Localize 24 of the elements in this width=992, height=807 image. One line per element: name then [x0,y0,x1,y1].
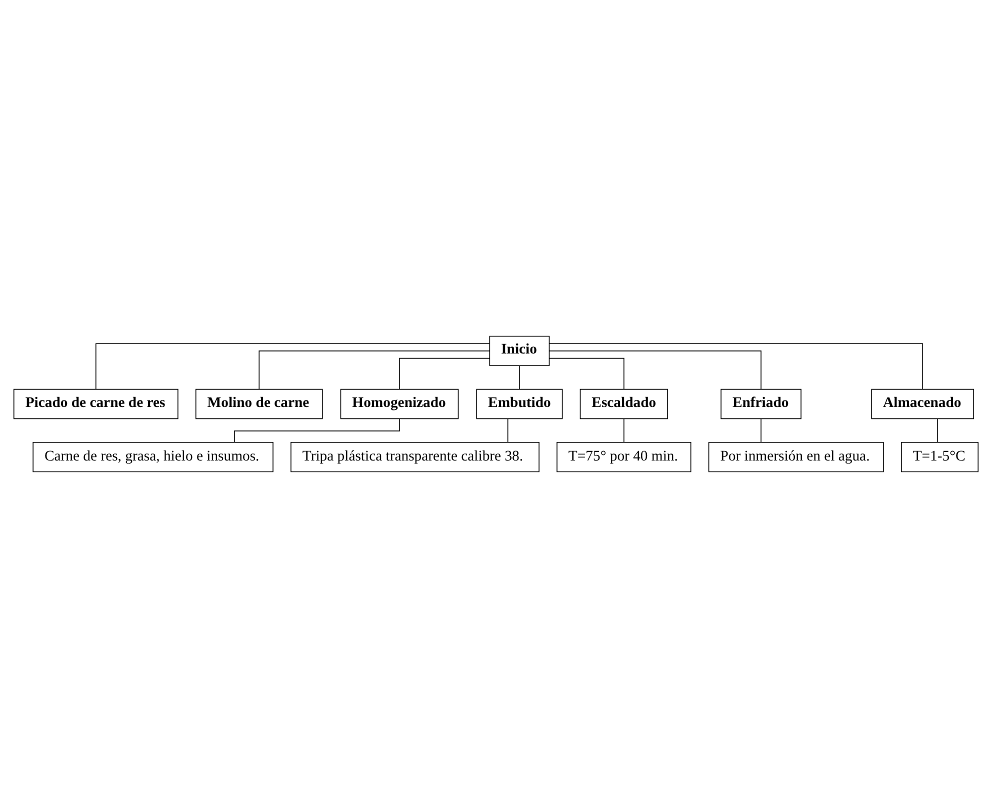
connector [548,350,762,390]
node-box: Almacenado [871,388,974,419]
connector [258,350,490,390]
node-box: T=75° por 40 min. [556,441,692,472]
connector [549,342,924,389]
connector [507,418,508,442]
node-box: Por inmersión en el agua. [708,441,884,472]
connector [399,357,490,390]
node-box: Escaldado [580,388,668,419]
node-box: T=1-5°C [900,441,979,472]
node-box: Homogenizado [340,388,459,419]
node-box: Molino de carne [195,388,323,419]
node-box: Inicio [489,335,550,366]
node-box: Tripa plástica transparente calibre 38. [290,441,540,472]
node-box: Enfriado [720,388,802,419]
connector [760,418,762,442]
node-box: Picado de carne de res [13,388,178,419]
node-box: Carne de res, grasa, hielo e insumos. [32,441,274,472]
connector [96,342,490,389]
connector [548,357,624,390]
connector [519,364,520,390]
connector [234,418,400,442]
node-box: Embutido [476,388,563,419]
connector [937,418,938,442]
